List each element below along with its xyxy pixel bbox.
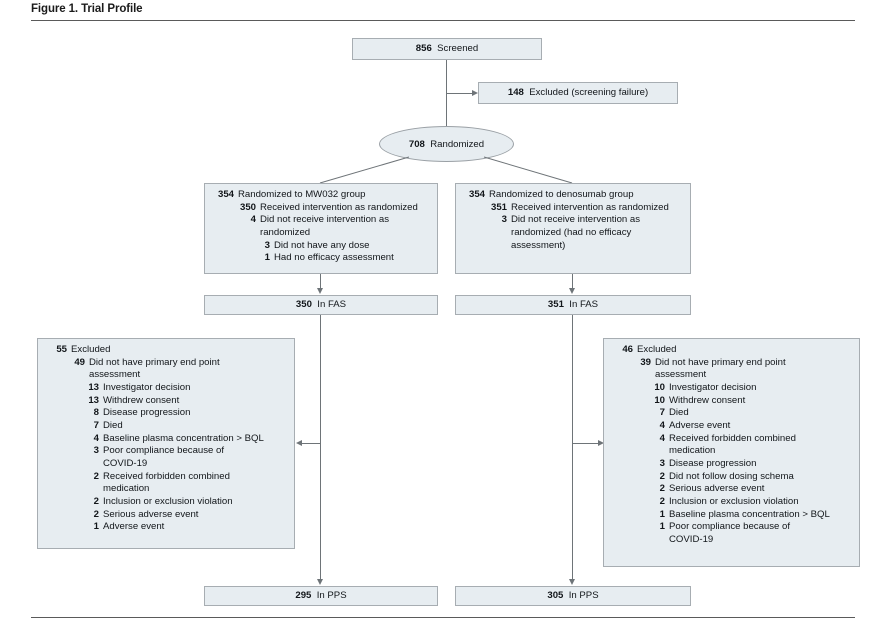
node-excluded-screening-count: 148 — [507, 86, 524, 98]
connector-armleft-to-fas — [320, 274, 321, 289]
arm-left-box: 354 Randomized to MW032 group 350 Receiv… — [204, 183, 438, 274]
excluded-left-head: 55 Excluded — [45, 344, 288, 357]
arrow-screened-to-excluded-icon — [472, 90, 478, 96]
arm-right-head-label: Randomized to denosumab group — [489, 189, 634, 200]
excluded-right-box: 46 Excluded 39 Did not have primary end … — [603, 338, 860, 567]
excluded-left-head-count: 55 — [56, 344, 67, 355]
figure-title: Figure 1. Trial Profile — [31, 3, 143, 15]
node-excluded-screening: 148 Excluded (screening failure) — [478, 82, 678, 104]
connector-fasleft-to-ppsleft — [320, 315, 321, 580]
excluded-right-item: 2 Serious adverse event — [659, 483, 765, 495]
arm-left-item: 1 Had no efficacy assessment — [264, 252, 394, 264]
excluded-right-head-label: Excluded — [637, 344, 677, 355]
node-fas-right-count: 351 — [547, 298, 564, 310]
node-randomized: 708 Randomized — [379, 126, 514, 162]
arm-left-item: 4 Did not receive intervention as random… — [250, 214, 390, 238]
node-fas-left-label: In FAS — [317, 298, 347, 310]
excluded-right-item: 4 Received forbidden combined medication — [659, 432, 796, 457]
node-fas-left: 350 In FAS — [204, 295, 438, 315]
arm-right-head-count: 354 — [468, 189, 485, 200]
node-pps-left-label: In PPS — [316, 589, 347, 601]
excluded-right-item: 2 Inclusion or exclusion violation — [659, 495, 799, 507]
node-randomized-count: 708 — [408, 138, 425, 150]
excluded-left-item: 49 Did not have primary end point assess… — [74, 356, 220, 381]
arm-right-item: 351 Received intervention as randomized — [490, 201, 669, 213]
excluded-left-item: 7 Died — [93, 419, 123, 431]
arm-left-head: 354 Randomized to MW032 group — [212, 189, 431, 202]
connector-to-excluded-left — [302, 443, 320, 444]
excluded-right-head-count: 46 — [622, 344, 633, 355]
arrow-fasleft-to-ppsleft-icon — [317, 579, 323, 585]
connector-armright-to-fas — [572, 274, 573, 289]
node-screened-label: Screened — [437, 42, 479, 54]
excluded-left-item: 2 Inclusion or exclusion violation — [93, 495, 233, 507]
excluded-right-item: 2 Did not follow dosing schema — [659, 470, 794, 482]
excluded-right-item: 10 Withdrew consent — [654, 394, 746, 406]
footer-divider — [31, 617, 855, 618]
excluded-right-item: 1 Poor compliance because of COVID-19 — [659, 521, 791, 545]
excluded-left-item: 8 Disease progression — [93, 407, 191, 419]
node-pps-right: 305 In PPS — [455, 586, 691, 606]
connector-fasright-to-ppsright — [572, 315, 573, 580]
arm-left-item: 350 Received intervention as randomized — [239, 201, 418, 213]
excluded-right-item: 39 Did not have primary end point assess… — [640, 356, 786, 381]
arm-left-item: 3 Did not have any dose — [264, 239, 370, 251]
excluded-right-item: 3 Disease progression — [659, 457, 757, 469]
node-pps-left: 295 In PPS — [204, 586, 438, 606]
arm-right-item: 3 Did not receive intervention as random… — [501, 214, 641, 251]
arm-right-box: 354 Randomized to denosumab group 351 Re… — [455, 183, 691, 274]
excluded-right-item: 7 Died — [659, 407, 689, 419]
arrow-to-excluded-left-icon — [296, 440, 302, 446]
node-fas-right: 351 In FAS — [455, 295, 691, 315]
header-divider — [31, 20, 855, 21]
excluded-right-head: 46 Excluded — [611, 344, 853, 357]
excluded-left-item: 3 Poor compliance because of COVID-19 — [93, 445, 225, 469]
node-randomized-label: Randomized — [430, 138, 485, 150]
arrow-armright-to-fas-icon — [569, 288, 575, 294]
arrow-fasright-to-ppsright-icon — [569, 579, 575, 585]
node-pps-left-count: 295 — [295, 589, 312, 601]
excluded-left-item: 13 Investigator decision — [88, 381, 191, 393]
node-screened-count: 856 — [415, 42, 432, 54]
node-excluded-screening-label: Excluded (screening failure) — [529, 86, 649, 98]
arm-left-head-label: Randomized to MW032 group — [238, 189, 366, 200]
connector-screened-to-randomized — [446, 60, 447, 132]
node-fas-right-label: In FAS — [569, 298, 599, 310]
node-pps-right-count: 305 — [547, 589, 564, 601]
excluded-left-item: 2 Serious adverse event — [93, 508, 199, 520]
excluded-left-item: 4 Baseline plasma concentration > BQL — [93, 432, 264, 444]
excluded-left-item: 13 Withdrew consent — [88, 394, 180, 406]
excluded-left-item: 2 Received forbidden combined medication — [93, 470, 230, 495]
connector-to-excluded-right — [572, 443, 598, 444]
node-fas-left-count: 350 — [295, 298, 312, 310]
arrow-armleft-to-fas-icon — [317, 288, 323, 294]
excluded-right-item: 4 Adverse event — [659, 419, 731, 431]
node-screened: 856 Screened — [352, 38, 542, 60]
connector-screened-to-excluded — [446, 93, 472, 94]
excluded-right-item: 10 Investigator decision — [654, 381, 757, 393]
arm-left-head-count: 354 — [217, 189, 234, 200]
arrow-to-excluded-right-icon — [598, 440, 604, 446]
excluded-left-box: 55 Excluded 49 Did not have primary end … — [37, 338, 295, 549]
excluded-left-item: 1 Adverse event — [93, 521, 165, 533]
arm-right-head: 354 Randomized to denosumab group — [463, 189, 684, 202]
excluded-left-head-label: Excluded — [71, 344, 111, 355]
connector-randomize-split — [319, 156, 573, 184]
node-pps-right-label: In PPS — [568, 589, 599, 601]
excluded-right-item: 1 Baseline plasma concentration > BQL — [659, 508, 830, 520]
